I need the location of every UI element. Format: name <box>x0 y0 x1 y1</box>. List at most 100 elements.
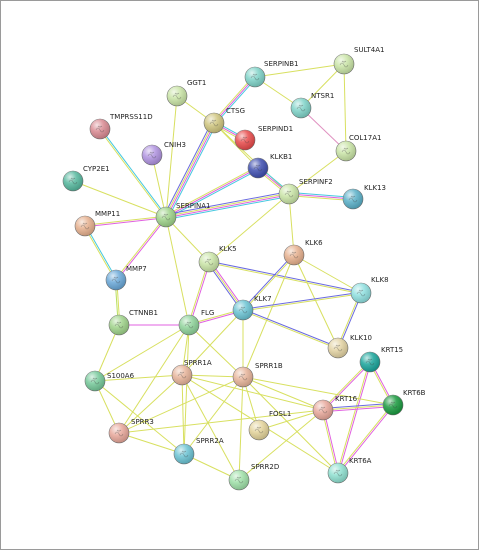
edge-stroke <box>166 123 216 218</box>
node-highlight <box>75 216 95 236</box>
node-serpinb1[interactable]: SERPINB1 <box>244 60 299 88</box>
node-label-s100a6: S100A6 <box>107 372 135 380</box>
node-label-sprr2d: SPRR2D <box>251 463 279 471</box>
node-krt16[interactable]: KRT16 <box>312 395 358 421</box>
structure-icon <box>250 73 260 81</box>
node-label-ctnnb1: CTNNB1 <box>129 309 158 317</box>
structure-icon <box>388 401 398 409</box>
edge-flg-sprr2a <box>183 324 190 455</box>
edge-sprr2d-krt16 <box>238 409 324 481</box>
node-krt15[interactable]: KRT15 <box>359 346 403 373</box>
node-highlight <box>109 423 129 443</box>
edge-stroke <box>165 216 210 263</box>
edge-stroke <box>213 122 290 195</box>
edge-s100a6-sprr2a <box>94 380 185 455</box>
node-sprr3[interactable]: SPRR3 <box>108 418 154 444</box>
node-fosl1[interactable]: FOSL1 <box>248 410 291 441</box>
edge-flg-sprr1b <box>188 324 244 378</box>
edge-stroke <box>289 191 354 198</box>
node-ggt1[interactable]: GGT1 <box>166 79 206 107</box>
edge-stroke <box>323 406 394 413</box>
edge-sprr1b-sprr3 <box>118 376 244 434</box>
node-flg[interactable]: FLG <box>178 309 214 336</box>
edge-stroke <box>118 374 183 434</box>
structure-icon <box>111 276 121 284</box>
node-mmp7[interactable]: MMP7 <box>105 265 147 291</box>
node-krt6b[interactable]: KRT6B <box>382 389 426 416</box>
edge-stroke <box>343 63 347 152</box>
edge-stroke <box>84 215 166 226</box>
edge-serpinf2-serpina1 <box>165 191 290 220</box>
node-cyp2e1[interactable]: CYP2E1 <box>62 165 110 192</box>
edge-serpina1-klk5 <box>165 216 210 263</box>
node-ntsr1[interactable]: NTSR1 <box>290 92 334 119</box>
structure-icon <box>365 358 375 366</box>
edge-stroke <box>118 432 185 455</box>
edge-stroke <box>242 254 295 378</box>
edge-stroke <box>94 374 183 382</box>
node-klk8[interactable]: KLK8 <box>350 276 389 304</box>
edge-stroke <box>181 374 185 455</box>
node-sprr1b[interactable]: SPRR1B <box>232 362 283 388</box>
node-serpind1[interactable]: SERPIND1 <box>234 125 293 151</box>
structure-icon <box>318 406 328 414</box>
edge-stroke <box>293 254 362 294</box>
edge-klk6-klk8 <box>293 254 362 294</box>
node-mmp11[interactable]: MMP11 <box>74 210 120 237</box>
node-klkb1[interactable]: KLKB1 <box>247 153 292 179</box>
node-klk10[interactable]: KLK10 <box>327 334 372 359</box>
node-serpina1[interactable]: SERPINA1 <box>155 202 211 228</box>
node-sprr2a[interactable]: SPRR2A <box>173 437 224 465</box>
node-highlight <box>109 315 129 335</box>
structure-icon <box>209 119 219 127</box>
node-serpinf2[interactable]: SERPINF2 <box>278 178 333 205</box>
node-ctsg[interactable]: CTSG <box>203 107 245 134</box>
edge-cnih3-serpina1 <box>151 154 167 218</box>
node-label-mmp7: MMP7 <box>126 265 147 273</box>
node-cnih3[interactable]: CNIH3 <box>141 141 186 166</box>
edge-ctsg-serpina1 <box>163 121 217 219</box>
edge-stroke <box>258 409 324 431</box>
edge-stroke <box>83 226 116 281</box>
edge-stroke <box>214 77 257 125</box>
edge-stroke <box>165 95 178 218</box>
structure-icon <box>90 377 100 385</box>
edge-stroke <box>165 191 289 216</box>
edge-fosl1-krt16 <box>258 409 324 431</box>
node-col17a1[interactable]: COL17A1 <box>335 134 381 162</box>
structure-icon <box>147 151 157 159</box>
node-sult4a1[interactable]: SULT4A1 <box>333 46 384 75</box>
node-sprr1a[interactable]: SPRR1A <box>171 359 212 386</box>
node-label-ntsr1: NTSR1 <box>311 92 334 100</box>
edge-stroke <box>208 193 290 263</box>
node-klk6[interactable]: KLK6 <box>283 239 323 266</box>
node-s100a6[interactable]: S100A6 <box>84 370 135 392</box>
edge-stroke <box>165 216 190 326</box>
node-tmprss11d[interactable]: TMPRSS11D <box>89 113 153 140</box>
edge-stroke <box>167 123 217 219</box>
node-label-cyp2e1: CYP2E1 <box>83 165 110 173</box>
node-klk13[interactable]: KLK13 <box>342 184 386 210</box>
node-ctnnb1[interactable]: CTNNB1 <box>108 309 158 336</box>
node-highlight <box>156 207 176 227</box>
node-highlight <box>167 86 187 106</box>
node-label-klk6: KLK6 <box>305 239 323 247</box>
structure-icon <box>253 164 263 172</box>
node-highlight <box>291 98 311 118</box>
node-highlight <box>336 141 356 161</box>
node-highlight <box>343 189 363 209</box>
edge-sprr1a-sprr2d <box>181 374 240 481</box>
node-krt6a[interactable]: KRT6A <box>327 457 372 484</box>
edge-col17a1-serpinf2 <box>288 150 347 195</box>
edge-stroke <box>163 121 213 217</box>
edge-klk7-sprr1a <box>181 309 244 376</box>
edge-sprr1a-krt16 <box>181 374 324 411</box>
node-klk7[interactable]: KLK7 <box>232 295 272 321</box>
node-highlight <box>204 113 224 133</box>
structure-icon <box>341 147 351 155</box>
node-label-klk10: KLK10 <box>350 334 372 342</box>
node-sprr2d[interactable]: SPRR2D <box>228 463 279 491</box>
node-klk5[interactable]: KLK5 <box>198 245 237 273</box>
edge-krt15-krt6a <box>336 361 372 474</box>
node-label-serpinf2: SERPINF2 <box>299 178 333 186</box>
